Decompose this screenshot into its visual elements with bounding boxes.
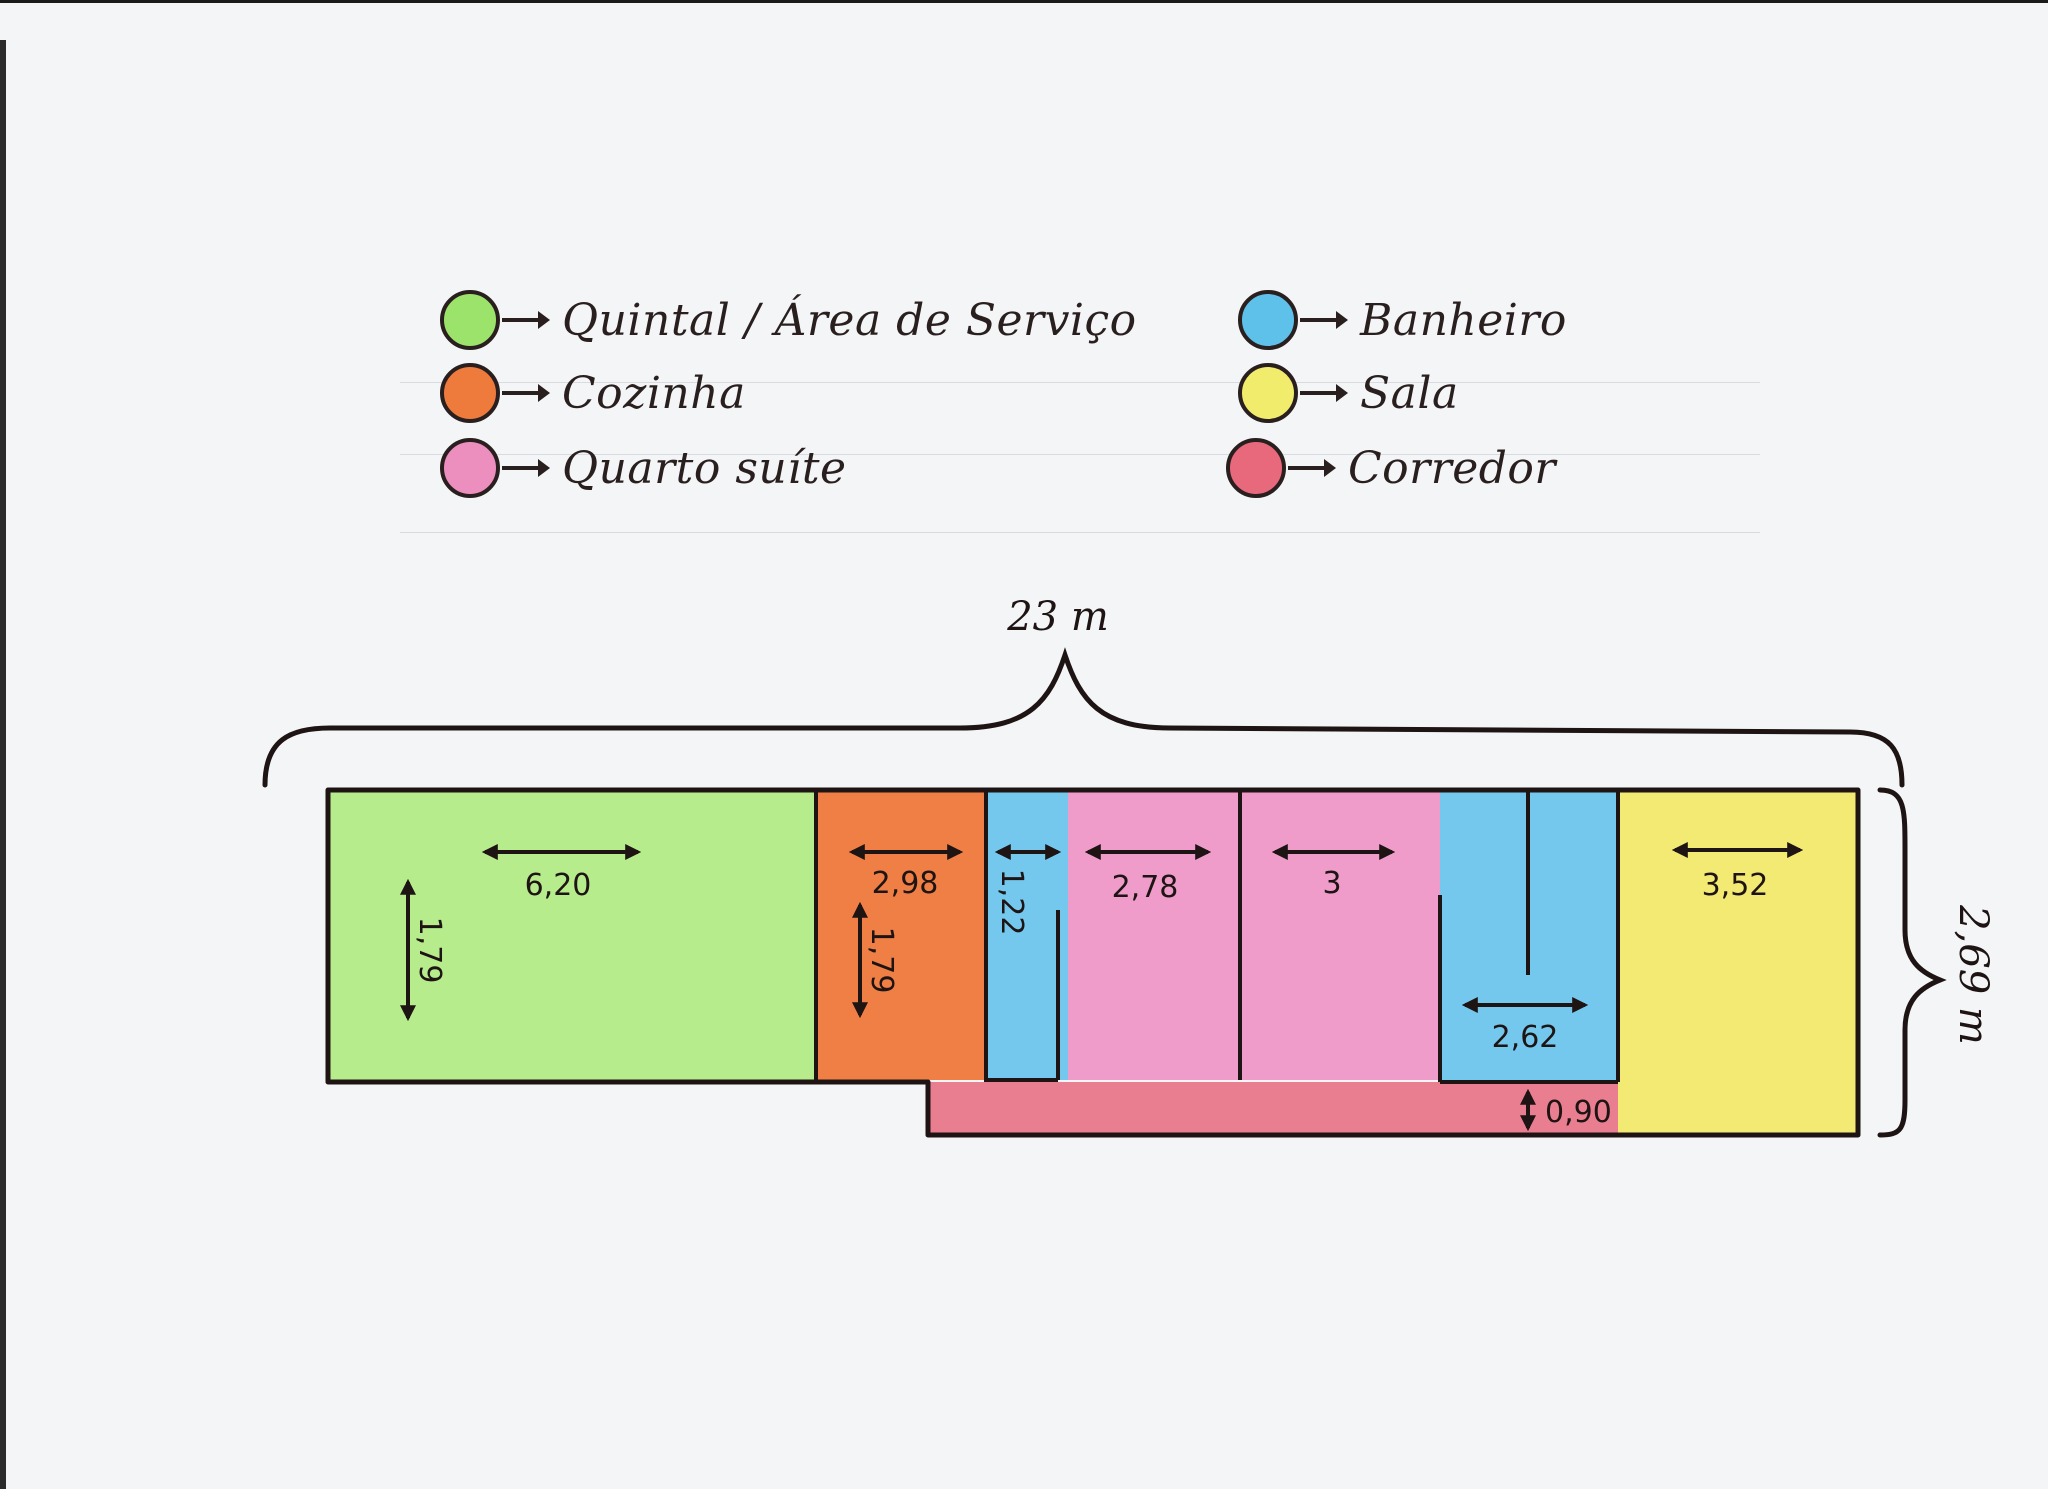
legend-item-quarto: Quarto suíte	[440, 433, 847, 503]
swatch-red-icon	[1226, 438, 1286, 498]
legend-item-banheiro: Banheiro	[1238, 285, 1567, 355]
arrow-right-icon	[1300, 311, 1348, 329]
legend-label: Banheiro	[1360, 294, 1567, 346]
arrow-right-icon	[502, 384, 550, 402]
swatch-yellow-icon	[1238, 363, 1298, 423]
arrow-right-icon	[502, 311, 550, 329]
swatch-blue-icon	[1238, 290, 1298, 350]
arrow-right-icon	[502, 459, 550, 477]
ruled-line	[400, 382, 1760, 383]
arrow-right-icon	[1300, 384, 1348, 402]
scan-edge-left	[0, 40, 6, 1489]
dim-label: 1,79	[412, 917, 447, 984]
dim-label: 3	[1322, 866, 1341, 901]
room-banheiro-1	[986, 790, 1068, 1080]
overall-length-label: 23 m	[1006, 594, 1109, 640]
dim-label: 6,20	[525, 868, 592, 903]
legend-item-sala: Sala	[1238, 358, 1459, 428]
overall-length-brace	[262, 647, 1905, 788]
overall-width-label: 2,69 m	[1950, 904, 1996, 1045]
legend-label: Quintal / Área de Serviço	[562, 294, 1137, 346]
room-corredor	[928, 1082, 1618, 1135]
room-quarto-1	[1068, 790, 1240, 1080]
scan-edge-top	[0, 0, 2048, 40]
legend-label: Quarto suíte	[562, 442, 847, 494]
ruled-line	[400, 532, 1760, 533]
room-quintal	[328, 790, 816, 1080]
legend-item-corredor: Corredor	[1226, 433, 1556, 503]
dim-label: 2,98	[872, 866, 939, 901]
dim-label: 3,52	[1702, 868, 1769, 903]
swatch-pink-icon	[440, 438, 500, 498]
dim-label: 1,22	[994, 869, 1029, 936]
legend: Quintal / Área de Serviço Cozinha Quarto…	[430, 290, 1790, 548]
ruled-line	[400, 454, 1760, 455]
dim-label: 0,90	[1545, 1095, 1612, 1130]
arrow-right-icon	[1288, 459, 1336, 477]
legend-item-quintal: Quintal / Área de Serviço	[440, 285, 1137, 355]
legend-label: Sala	[1360, 367, 1459, 419]
legend-label: Corredor	[1348, 442, 1556, 494]
swatch-green-icon	[440, 290, 500, 350]
dim-label: 2,62	[1492, 1020, 1559, 1055]
swatch-orange-icon	[440, 363, 500, 423]
outer-wall	[325, 787, 1861, 1138]
room-sala	[1618, 790, 1858, 1135]
room-cozinha	[818, 790, 986, 1080]
room-quarto-2	[1240, 790, 1440, 1080]
legend-item-cozinha: Cozinha	[440, 358, 746, 428]
dim-label: 1,79	[864, 927, 899, 994]
dim-label: 2,78	[1112, 870, 1179, 905]
overall-width-brace	[1877, 787, 1947, 1138]
legend-label: Cozinha	[562, 367, 746, 419]
